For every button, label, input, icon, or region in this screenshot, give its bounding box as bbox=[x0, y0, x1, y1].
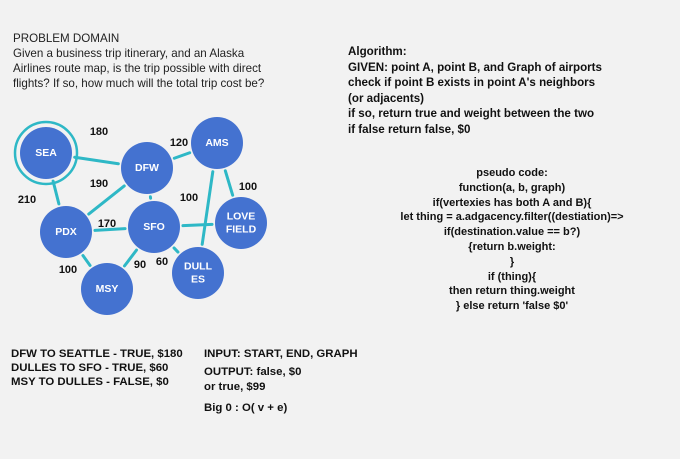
edge-weight-label: 120 bbox=[170, 137, 188, 149]
edge-sea-pdx bbox=[51, 179, 61, 206]
node-label: AMS bbox=[205, 137, 228, 149]
node-pdx: PDX bbox=[40, 206, 92, 258]
node-circle bbox=[191, 117, 243, 169]
node-circle bbox=[128, 201, 180, 253]
node-label: SEA bbox=[35, 147, 57, 159]
algorithm-line: Algorithm: bbox=[348, 45, 407, 58]
edge-dfw-ams bbox=[172, 151, 192, 160]
node-dfw: DFW bbox=[121, 142, 173, 194]
node-label: ES bbox=[191, 273, 205, 285]
edge-weight-label: 170 bbox=[98, 218, 116, 230]
edge-pdx-dfw bbox=[87, 184, 126, 216]
edge-ams-dulles bbox=[200, 170, 215, 246]
edge-labels-layer: 180 120 210 190 100 100 170 100 90 60 bbox=[18, 126, 257, 276]
pseudo-line: if(destination.value == b?) bbox=[443, 226, 581, 239]
edge-sfo-dulles bbox=[172, 246, 180, 254]
problem-line: flights? If so, how much will the total … bbox=[13, 77, 265, 90]
edge-weight-label: 100 bbox=[59, 264, 77, 276]
result-line: MSY TO DULLES - FALSE, $0 bbox=[11, 376, 169, 388]
pseudo-line: } else return 'false $0' bbox=[455, 300, 569, 313]
node-dulles: DULLES bbox=[172, 247, 224, 299]
algorithm-line: (or adjacents) bbox=[348, 91, 425, 105]
pseudo-line: {return b.weight: bbox=[468, 240, 556, 253]
node-circle bbox=[215, 197, 267, 249]
node-circle bbox=[172, 247, 224, 299]
algorithm-line: if so, return true and weight between th… bbox=[348, 107, 595, 120]
sea-highlight-ring bbox=[13, 120, 79, 186]
problem-line: Given a business trip itinerary, and an … bbox=[13, 47, 245, 60]
algorithm-line: GIVEN: point A, point B, and Graph of ai… bbox=[348, 60, 602, 74]
big-o-complexity: Big 0 : O( v + e) bbox=[204, 402, 288, 414]
output-spec-alt: or true, $99 bbox=[204, 381, 266, 393]
result-line: DFW TO SEATTLE - TRUE, $180 bbox=[11, 348, 183, 360]
edges-layer bbox=[51, 151, 235, 268]
pseudo-line: function(a, b, graph) bbox=[458, 181, 566, 194]
node-circle bbox=[81, 263, 133, 315]
node-sfo: SFO bbox=[128, 201, 180, 253]
test-results: DFW TO SEATTLE - TRUE, $180 DULLES TO SF… bbox=[11, 347, 183, 389]
output-spec: OUTPUT: false, $0 bbox=[204, 366, 302, 378]
edge-ams-love bbox=[223, 169, 235, 197]
problem-domain: PROBLEM DOMAIN Given a business trip iti… bbox=[13, 31, 313, 91]
io-block: INPUT: START, END, GRAPH OUTPUT: false, … bbox=[204, 347, 358, 395]
algorithm-line: if false return false, $0 bbox=[348, 122, 471, 136]
pseudo-line: then return thing.weight bbox=[449, 285, 575, 298]
edge-pdx-msy bbox=[81, 254, 92, 267]
pseudo-line: if (thing){ bbox=[487, 270, 537, 283]
node-circle bbox=[20, 127, 72, 179]
edge-sea-dfw bbox=[73, 155, 120, 166]
edge-weight-label: 210 bbox=[18, 194, 36, 206]
node-msy: MSY bbox=[81, 263, 133, 315]
node-label: MSY bbox=[96, 283, 119, 295]
node-circle bbox=[121, 142, 173, 194]
edge-weight-label: 100 bbox=[239, 181, 257, 193]
pseudo-line: if(vertexies has both A and B){ bbox=[432, 196, 592, 209]
edge-pdx-sfo bbox=[93, 227, 127, 232]
edge-weight-label: 190 bbox=[90, 178, 108, 190]
algorithm-block: Algorithm: GIVEN: point A, point B, and … bbox=[348, 44, 678, 137]
edge-weight-label: 180 bbox=[90, 126, 108, 138]
node-label: LOVE bbox=[227, 210, 256, 222]
node-label: DFW bbox=[135, 162, 159, 174]
edge-weight-label: 100 bbox=[180, 192, 198, 204]
node-circle bbox=[40, 206, 92, 258]
result-line: DULLES TO SFO - TRUE, $60 bbox=[11, 362, 169, 374]
algorithm-line: check if point B exists in point A's nei… bbox=[348, 76, 596, 89]
input-spec: INPUT: START, END, GRAPH bbox=[204, 348, 358, 360]
node-label: SFO bbox=[143, 221, 165, 233]
pseudo-line: } bbox=[509, 255, 515, 268]
node-ams: AMS bbox=[191, 117, 243, 169]
problem-title: PROBLEM DOMAIN bbox=[13, 32, 120, 45]
edge-sfo-msy bbox=[123, 248, 138, 268]
pseudo-line: let thing = a.adgacency.filter((destiati… bbox=[400, 211, 624, 224]
node-label: FIELD bbox=[226, 223, 257, 235]
edge-sfo-love bbox=[181, 222, 214, 228]
pseudo-code-block: pseudo code: function(a, b, graph) if(ve… bbox=[362, 166, 662, 314]
pseudo-line: pseudo code: bbox=[476, 167, 548, 179]
node-label: PDX bbox=[55, 226, 77, 238]
problem-line: Airlines route map, is the trip possible… bbox=[13, 62, 262, 75]
node-sea: SEA bbox=[13, 120, 79, 186]
edge-weight-label: 90 bbox=[134, 259, 146, 271]
edge-weight-label: 60 bbox=[156, 256, 168, 268]
node-label: DULL bbox=[184, 260, 213, 272]
